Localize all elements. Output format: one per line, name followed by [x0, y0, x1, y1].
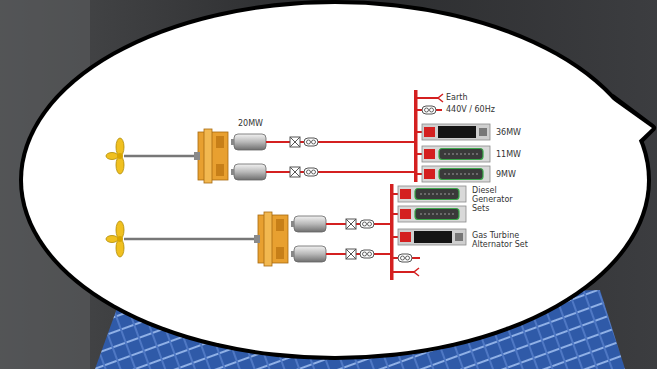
label-text: Diesel Generator Sets [472, 186, 522, 213]
label-text: Gas Turbine Alternator Set [472, 231, 528, 249]
label-text: 20MW [238, 119, 263, 128]
label-text: Earth [446, 93, 467, 102]
label-text: 36MW [496, 128, 521, 137]
label-text: 9MW [496, 170, 516, 179]
label-text: 440V / 60Hz [446, 105, 495, 114]
label-text: 11MW [496, 150, 521, 159]
